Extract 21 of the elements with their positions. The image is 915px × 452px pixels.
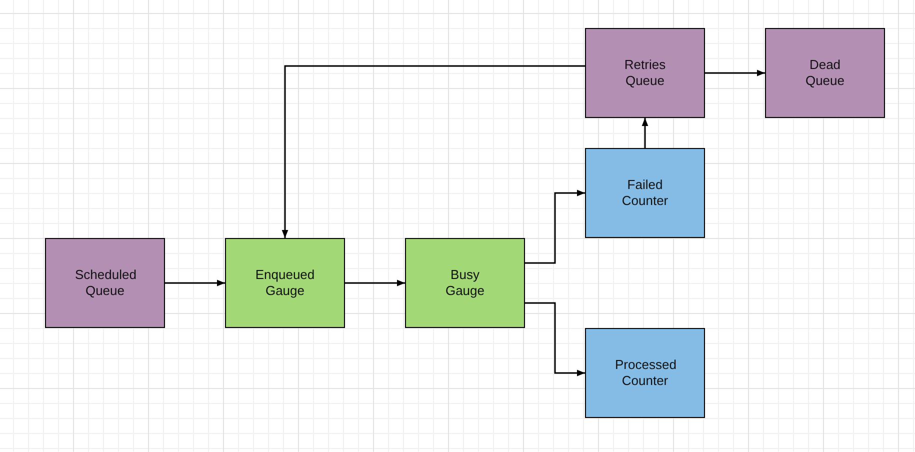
process-box xyxy=(765,28,885,118)
arrow xyxy=(525,190,585,264)
arrow xyxy=(705,70,765,76)
arrow xyxy=(642,118,648,148)
arrow xyxy=(165,280,225,286)
arrow xyxy=(525,302,585,376)
process-box xyxy=(585,28,705,118)
node-label: Processed Counter xyxy=(615,357,675,389)
process-box xyxy=(225,238,345,328)
process-box xyxy=(585,148,705,238)
node-label: Retries Queue xyxy=(623,57,667,89)
process-box xyxy=(585,328,705,418)
node-label: Busy Gauge xyxy=(444,267,486,299)
node-label: Dead Queue xyxy=(804,57,846,89)
node-label: Failed Counter xyxy=(620,177,670,209)
process-box xyxy=(405,238,525,328)
node-label: Enqueued Gauge xyxy=(255,267,315,299)
process-box xyxy=(45,238,165,328)
arrow xyxy=(345,280,405,286)
arrow xyxy=(282,65,585,238)
node-label: Scheduled Queue xyxy=(75,267,135,299)
